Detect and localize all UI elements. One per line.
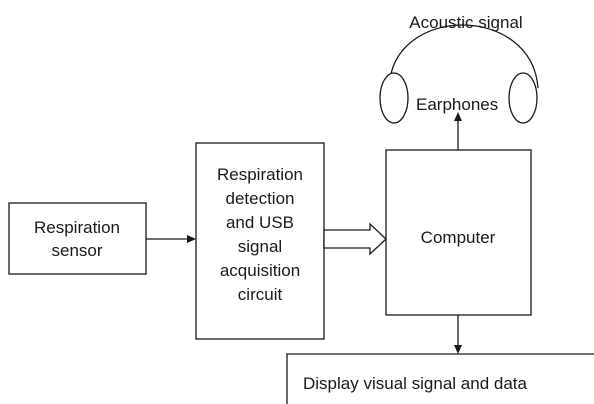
computer-to-earphones-arrow <box>454 112 462 150</box>
respiration-sensor-box <box>8 202 147 275</box>
computer-label: Computer <box>421 228 496 247</box>
acquisition-circuit-block: Respiration detection and USB signal acq… <box>195 142 325 340</box>
circuit-label-line-2: detection <box>226 189 295 208</box>
circuit-label-line-1: Respiration <box>217 165 303 184</box>
right-earcup <box>508 72 538 124</box>
acquisition-circuit-box <box>195 142 325 340</box>
circuit-to-computer-hollow-arrow <box>323 222 387 256</box>
circuit-label-line-5: acquisition <box>220 261 300 280</box>
acoustic-signal-label: Acoustic signal <box>409 13 522 32</box>
computer-to-display-arrow <box>454 315 462 354</box>
earphones-icon: Earphones <box>379 24 539 124</box>
respiration-sensor-block: Respiration sensor <box>8 202 147 275</box>
left-earcup <box>379 72 409 124</box>
computer-box <box>385 149 532 316</box>
sensor-to-circuit-arrow <box>146 235 196 243</box>
circuit-label-line-6: circuit <box>238 285 283 304</box>
computer-block: Computer <box>385 149 532 316</box>
display-block: Display visual signal and data <box>286 353 594 404</box>
respiration-sensor-label-line-1: Respiration <box>34 218 120 237</box>
circuit-label-line-4: signal <box>238 237 282 256</box>
earphones-label: Earphones <box>416 95 498 114</box>
circuit-label-line-3: and USB <box>226 213 294 232</box>
respiration-sensor-label-line-2: sensor <box>51 241 102 260</box>
display-label: Display visual signal and data <box>303 374 528 393</box>
